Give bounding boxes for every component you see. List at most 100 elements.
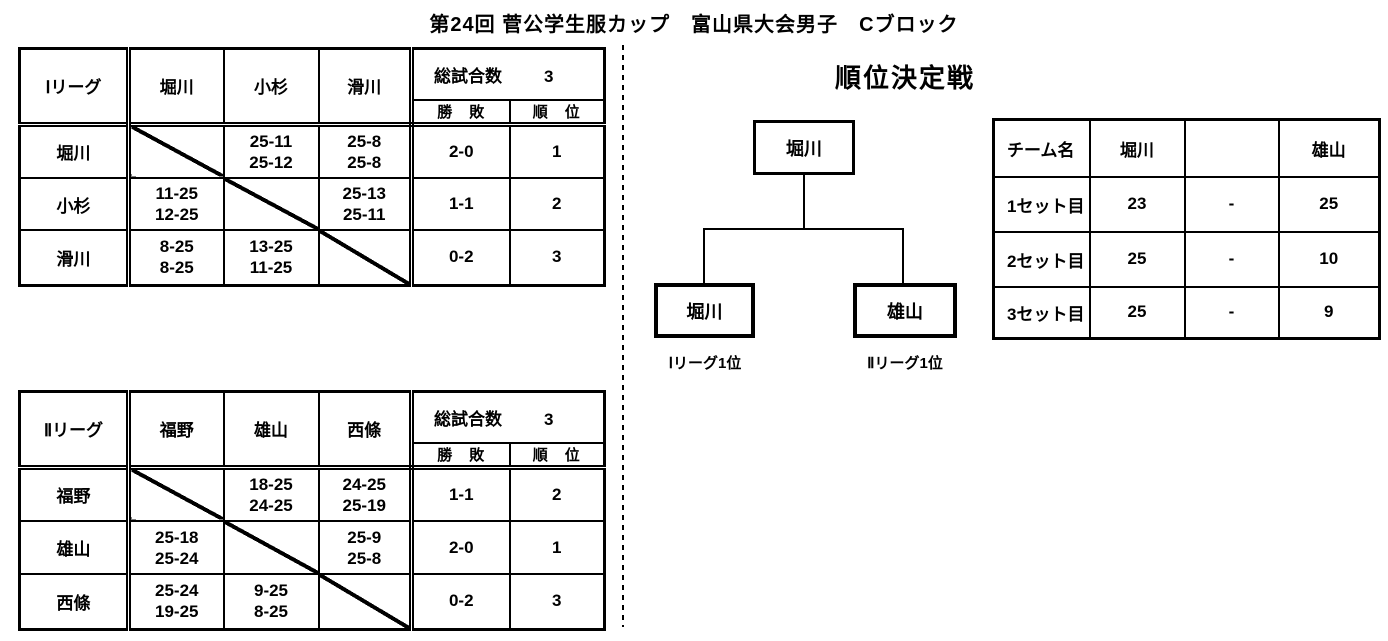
league2-opponent-header-3: 西條 (317, 390, 413, 468)
set-row-label: 2セット目 (992, 230, 1091, 288)
set-score-separator: - (1183, 175, 1280, 233)
set-scores: 25-24 19-25 (134, 580, 222, 622)
sets-header-empty-cell (1183, 118, 1280, 178)
score-line: 9-25 (253, 581, 289, 601)
league1-opponent-header-1: 堀川 (126, 47, 225, 125)
set-scores: 25-11 25-12 (226, 131, 317, 173)
league2-win-loss-header: 勝 敗 (409, 441, 511, 470)
score-line: 11-25 (155, 184, 199, 203)
finalist-right-source-label: Ⅱリーグ1位 (867, 355, 943, 372)
league1-opponent-header-2: 小杉 (222, 47, 320, 125)
score-line: 25-18 (155, 527, 199, 547)
total-matches-label: 総試合数 (434, 409, 502, 429)
league2-team-name-cell: 西條 (18, 573, 130, 630)
set-scores: 24-25 25-19 (321, 474, 410, 516)
set-score-left: 23 (1088, 175, 1186, 233)
match-result-cell: 13-25 11-25 (222, 229, 320, 286)
sets-header-label: チーム名 (992, 118, 1091, 178)
set-scores: 9-25 8-25 (226, 580, 317, 622)
self-match-cell (317, 229, 413, 286)
self-match-cell (317, 573, 413, 630)
win-loss-cell: 1-1 (409, 177, 511, 231)
score-line: 25-8 (347, 152, 382, 172)
score-line: 18-25 (249, 474, 293, 494)
set-scores: 13-25 11-25 (226, 236, 317, 278)
league2-team-name-cell: 福野 (18, 464, 130, 522)
win-loss-cell: 2-0 (409, 121, 511, 179)
league2-opponent-header-2: 雄山 (222, 390, 320, 468)
score-line: 25-13 (342, 184, 386, 203)
league2-table: Ⅱリーグ 福野 雄山 西條 総試合数 3 勝 敗 順 位 福野 18-25 24… (18, 390, 606, 631)
rank-cell: 3 (508, 229, 606, 286)
section-divider (622, 45, 624, 627)
score-line: 25-12 (249, 152, 293, 172)
league1-table: Ⅰリーグ 堀川 小杉 滑川 総試合数 3 勝 敗 順 位 堀川 25-11 25… (18, 47, 606, 287)
win-loss-cell: 1-1 (409, 464, 511, 522)
league1-opponent-header-3: 滑川 (317, 47, 413, 125)
score-line: 25-11 (342, 205, 386, 224)
score-line: 13-25 (249, 237, 293, 257)
self-match-cell (222, 177, 320, 231)
match-result-cell: 25-8 25-8 (317, 121, 413, 179)
score-line: 12-25 (155, 205, 199, 224)
sets-header-left-team: 堀川 (1088, 118, 1186, 178)
score-line: 8-25 (253, 602, 289, 622)
page-title: 第24回 菅公学生服カップ 富山県大会男子 Cブロック (429, 14, 959, 36)
score-line: 24-25 (342, 474, 386, 494)
set-score-left: 25 (1088, 285, 1186, 340)
total-matches: 総試合数 3 (417, 62, 603, 87)
set-row-label: 1セット目 (992, 175, 1091, 233)
score-line: 25-9 (347, 527, 382, 547)
score-line: 11-25 (249, 258, 293, 278)
total-matches: 総試合数 3 (417, 405, 603, 430)
bracket-winner-box: 堀川 (753, 120, 855, 175)
league1-total-matches-cell: 総試合数 3 (409, 47, 606, 101)
set-scores: 25-18 25-24 (134, 527, 222, 569)
set-score-right: 9 (1277, 285, 1381, 340)
win-loss-cell: 2-0 (409, 520, 511, 575)
bracket-finalist-left-box: 堀川 (654, 283, 755, 338)
set-score-right: 25 (1277, 175, 1381, 233)
league1-team-name-cell: 堀川 (18, 121, 130, 179)
bracket-connector-line (703, 228, 705, 283)
league1-team-name-cell: 小杉 (18, 177, 130, 231)
league2-rank-header: 順 位 (508, 441, 606, 470)
bracket-finalist-right-box: 雄山 (853, 283, 957, 338)
league2-name-cell: Ⅱリーグ (18, 390, 130, 468)
total-matches-label: 総試合数 (434, 66, 502, 86)
self-match-cell (126, 464, 225, 522)
rank-cell: 1 (508, 121, 606, 179)
score-line: 25-8 (347, 548, 382, 568)
league2-opponent-header-1: 福野 (126, 390, 225, 468)
match-result-cell: 18-25 24-25 (222, 464, 320, 522)
league2-team-name-cell: 雄山 (18, 520, 130, 575)
score-line: 24-25 (249, 495, 293, 515)
playoff-sets-table: チーム名 堀川 雄山 1セット目 23 - 25 2セット目 25 - 10 3… (992, 118, 1381, 340)
self-match-cell (126, 121, 225, 179)
match-result-cell: 8-25 8-25 (126, 229, 225, 286)
score-line: 19-25 (155, 602, 199, 622)
match-result-cell: 25-24 19-25 (126, 573, 225, 630)
bracket-connector-line (803, 175, 805, 229)
set-row-label: 3セット目 (992, 285, 1091, 340)
set-scores: 25-13 25-11 (321, 183, 410, 225)
rank-cell: 2 (508, 464, 606, 522)
set-score-separator: - (1183, 285, 1280, 340)
self-match-cell (222, 520, 320, 575)
score-line: 8-25 (159, 258, 194, 278)
set-score-separator: - (1183, 230, 1280, 288)
win-loss-cell: 0-2 (409, 229, 511, 286)
score-line: 25-24 (155, 548, 199, 568)
league1-name-cell: Ⅰリーグ (18, 47, 130, 125)
score-line: 25-11 (249, 131, 293, 151)
score-line: 25-19 (342, 495, 386, 515)
match-result-cell: 11-25 12-25 (126, 177, 225, 231)
total-matches-value: 3 (544, 409, 554, 429)
league2-total-matches-cell: 総試合数 3 (409, 390, 606, 444)
match-result-cell: 25-18 25-24 (126, 520, 225, 575)
rank-cell: 1 (508, 520, 606, 575)
score-line: 25-8 (347, 131, 382, 151)
set-scores: 25-8 25-8 (321, 131, 410, 173)
rank-cell: 2 (508, 177, 606, 231)
